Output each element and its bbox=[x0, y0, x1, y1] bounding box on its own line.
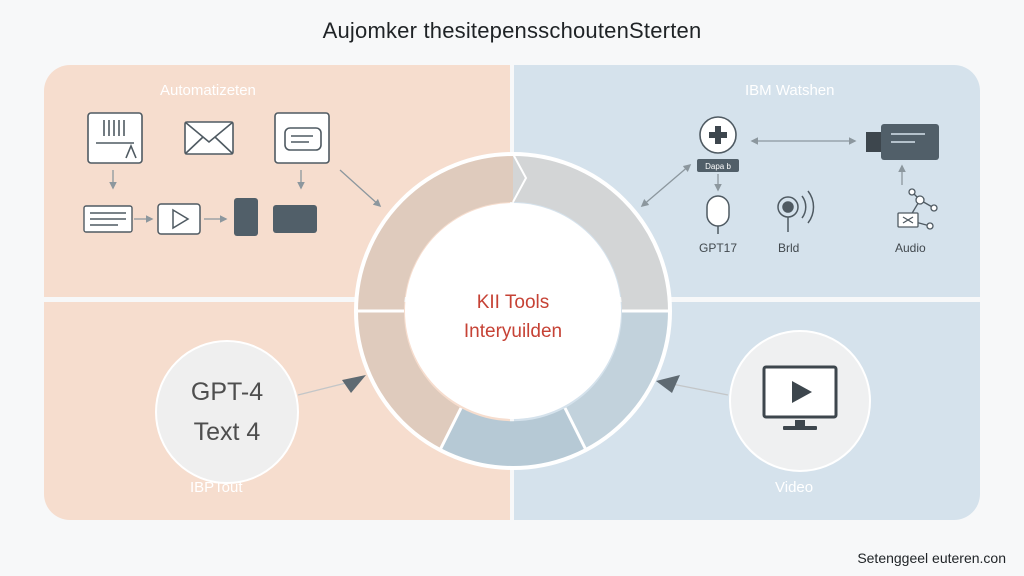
document-icon bbox=[83, 205, 133, 233]
ring-segment-blue-bottom bbox=[440, 408, 586, 469]
microphone-label: GPT17 bbox=[699, 241, 738, 255]
ring-segment-gray-top bbox=[513, 154, 670, 311]
bottom-arrows bbox=[297, 375, 729, 396]
footer-domain: Setenggeel euteren.con bbox=[857, 550, 1006, 566]
barcode-icon bbox=[87, 112, 143, 164]
center-label: KII Tools Interyuilden bbox=[420, 288, 606, 346]
network-icon bbox=[897, 188, 938, 230]
gpt-node: GPT-4 Text 4 bbox=[155, 340, 299, 484]
arrow-to-ring-left bbox=[342, 375, 366, 393]
ring-segment-blue-right bbox=[565, 311, 670, 450]
automation-arrows bbox=[109, 169, 382, 223]
data-badge-text: Dapa b bbox=[705, 162, 731, 171]
ibm-watson-label: IBM Watshen bbox=[745, 82, 835, 99]
page-title: Aujomker thesitepensschoutenSterten bbox=[322, 18, 702, 43]
play-icon bbox=[157, 203, 201, 235]
arrow-to-ring-right bbox=[656, 375, 680, 393]
central-ring bbox=[354, 152, 672, 470]
center-label-line1: KII Tools bbox=[476, 292, 550, 313]
sensor-icon bbox=[777, 190, 815, 232]
center-label-line2: Interyuilden bbox=[463, 321, 563, 342]
automation-label: Automatizeten bbox=[160, 82, 256, 99]
sensor-label: Brld bbox=[778, 241, 800, 255]
video-monitor-icon bbox=[762, 365, 838, 430]
chat-icon bbox=[274, 112, 330, 164]
gpt-node-line1: GPT-4 bbox=[190, 378, 264, 406]
ring-segment-warm-top bbox=[356, 154, 513, 311]
video-label: Video bbox=[775, 479, 814, 496]
data-badge: Dapa b bbox=[697, 159, 739, 172]
tablet-icon bbox=[273, 205, 317, 233]
ring-segment-warm-bottom bbox=[356, 311, 461, 450]
projector-icon bbox=[866, 124, 939, 160]
watson-arrows bbox=[640, 137, 906, 208]
microphone-icon bbox=[706, 195, 730, 234]
medical-cross-icon bbox=[699, 116, 737, 154]
phone-icon bbox=[234, 198, 258, 236]
mail-icon bbox=[184, 121, 234, 155]
audio-label: Audio bbox=[895, 241, 926, 255]
ring-center-disc bbox=[405, 203, 621, 419]
gpt-node-line2: Text 4 bbox=[193, 418, 261, 446]
